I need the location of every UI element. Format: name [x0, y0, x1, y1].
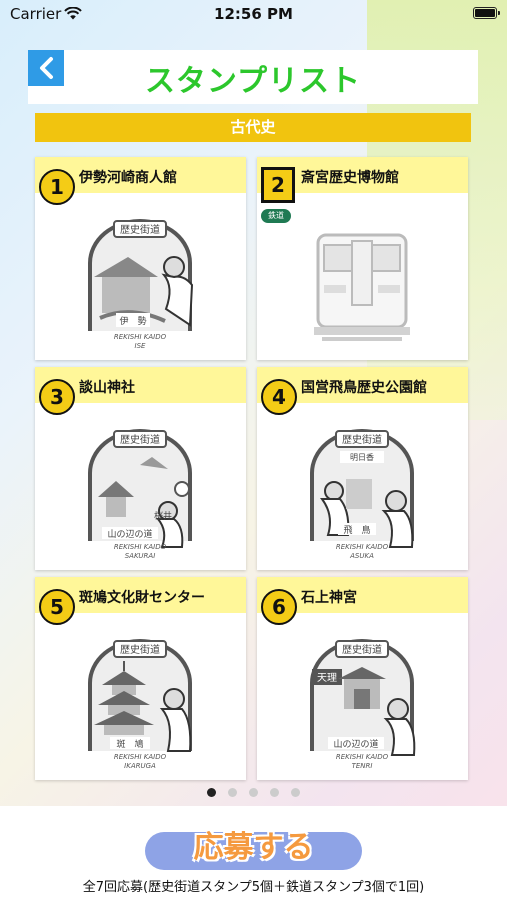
page-dot-2[interactable]: [228, 788, 237, 797]
stamp-illustration: 歴史街道 明日香 飛 鳥 REKISHI KAIDO ASUKA: [310, 429, 414, 560]
wifi-icon: [64, 7, 82, 20]
era-banner: 古代史: [35, 113, 471, 142]
stamp-card-3[interactable]: 3 談山神社 歴史街道 桜井 山の辺の道 REKISHI KAIDO SAKUR…: [35, 367, 246, 570]
stamp-illustration: 歴史街道 天理 山の辺の道 REKISHI KAIDO TENRI: [310, 639, 416, 770]
stamp-romaji-place: IKARUGA: [124, 762, 156, 770]
stamp-top-text: 歴史街道: [120, 433, 160, 446]
page-dot-3[interactable]: [249, 788, 258, 797]
stamp-name: 斑鳩文化財センター: [79, 590, 205, 606]
stamp-top-text: 歴史街道: [120, 223, 160, 236]
stamp-name: 石上神宮: [301, 590, 357, 606]
page-indicator[interactable]: [0, 788, 507, 797]
stamp-romaji: REKISHI KAIDO: [114, 543, 167, 551]
railway-badge: 鉄道: [261, 209, 291, 223]
stamp-card-4[interactable]: 4 国営飛鳥歴史公園館 歴史街道 明日香 飛 鳥 REKISHI KAIDO A…: [257, 367, 468, 570]
stamp-name: 国営飛鳥歴史公園館: [301, 380, 427, 396]
stamp-place-text: 飛 鳥: [343, 524, 370, 536]
stamp-number: 6: [261, 589, 297, 625]
page-dot-4[interactable]: [270, 788, 279, 797]
footer: 応募する 全7回応募(歴史街道スタンプ5個＋鉄道スタンプ3個で1回): [0, 806, 507, 900]
back-button[interactable]: [28, 50, 64, 86]
header: スタンプリスト: [28, 50, 478, 104]
stamp-illustration: 歴史街道 斑 鳩 REKISHI KAIDO IKARUGA: [88, 639, 192, 770]
stamp-illustration: 歴史街道 伊 勢 REKISHI KAIDO ISE: [88, 219, 194, 350]
stamp-name: 伊勢河崎商人館: [79, 170, 177, 186]
stamp-romaji-place: ISE: [135, 342, 147, 350]
carrier-label: Carrier: [10, 5, 62, 23]
stamp-card-6[interactable]: 6 石上神宮 歴史街道 天理 山の辺の道 REKISHI KAIDO TENRI: [257, 577, 468, 780]
stamp-romaji: REKISHI KAIDO: [114, 333, 167, 341]
stamp-romaji: REKISHI KAIDO: [336, 543, 389, 551]
stamp-number: 5: [39, 589, 75, 625]
stamp-name: 斎宮歴史博物館: [301, 170, 399, 186]
apply-button[interactable]: 応募する: [145, 831, 362, 870]
clock: 12:56 PM: [214, 5, 293, 23]
battery-icon: [473, 7, 500, 19]
train-illustration: [314, 233, 410, 341]
stamp-top-text: 歴史街道: [342, 433, 382, 446]
stamp-place-text: 斑 鳩: [116, 738, 143, 750]
apply-note: 全7回応募(歴史街道スタンプ5個＋鉄道スタンプ3個で1回): [82, 880, 425, 895]
stamp-romaji-place: SAKURAI: [125, 552, 156, 560]
stamp-sub-text: 山の辺の道: [107, 528, 152, 540]
stamp-card-1[interactable]: 1 伊勢河崎商人館 歴史街道 伊 勢 REKISHI KAIDO ISE: [35, 157, 246, 360]
stamp-number: 1: [39, 169, 75, 205]
stamp-place-text: 桜井: [154, 510, 172, 522]
stamp-number: 4: [261, 379, 297, 415]
stamp-sub-text: 山の辺の道: [333, 738, 378, 750]
stamp-corner-text: 天理: [317, 672, 337, 684]
stamp-place-text: 伊 勢: [119, 315, 146, 327]
stamp-top-text: 歴史街道: [120, 643, 160, 656]
chevron-left-icon: [40, 57, 53, 79]
stamp-name: 談山神社: [79, 380, 135, 396]
page-title: スタンプリスト: [144, 64, 362, 99]
stamp-number: 2: [261, 167, 295, 203]
stamp-number: 3: [39, 379, 75, 415]
stamp-card-2[interactable]: 2 斎宮歴史博物館 鉄道: [257, 157, 468, 360]
stamp-sub-text: 明日香: [350, 452, 374, 462]
stamp-card-5[interactable]: 5 斑鳩文化財センター 歴史街道 斑 鳩 REKISHI KAIDO IKARU…: [35, 577, 246, 780]
stamp-romaji-place: ASUKA: [349, 552, 374, 560]
status-bar: Carrier 12:56 PM: [0, 0, 507, 30]
stamp-romaji: REKISHI KAIDO: [336, 753, 389, 761]
stamp-top-text: 歴史街道: [342, 643, 382, 656]
apply-label: 応募する: [193, 831, 314, 864]
page-dot-1[interactable]: [207, 788, 216, 797]
stamp-romaji: REKISHI KAIDO: [114, 753, 167, 761]
page-dot-5[interactable]: [291, 788, 300, 797]
stamp-romaji-place: TENRI: [352, 762, 373, 770]
stamp-illustration: 歴史街道 桜井 山の辺の道 REKISHI KAIDO SAKURAI: [88, 429, 192, 560]
